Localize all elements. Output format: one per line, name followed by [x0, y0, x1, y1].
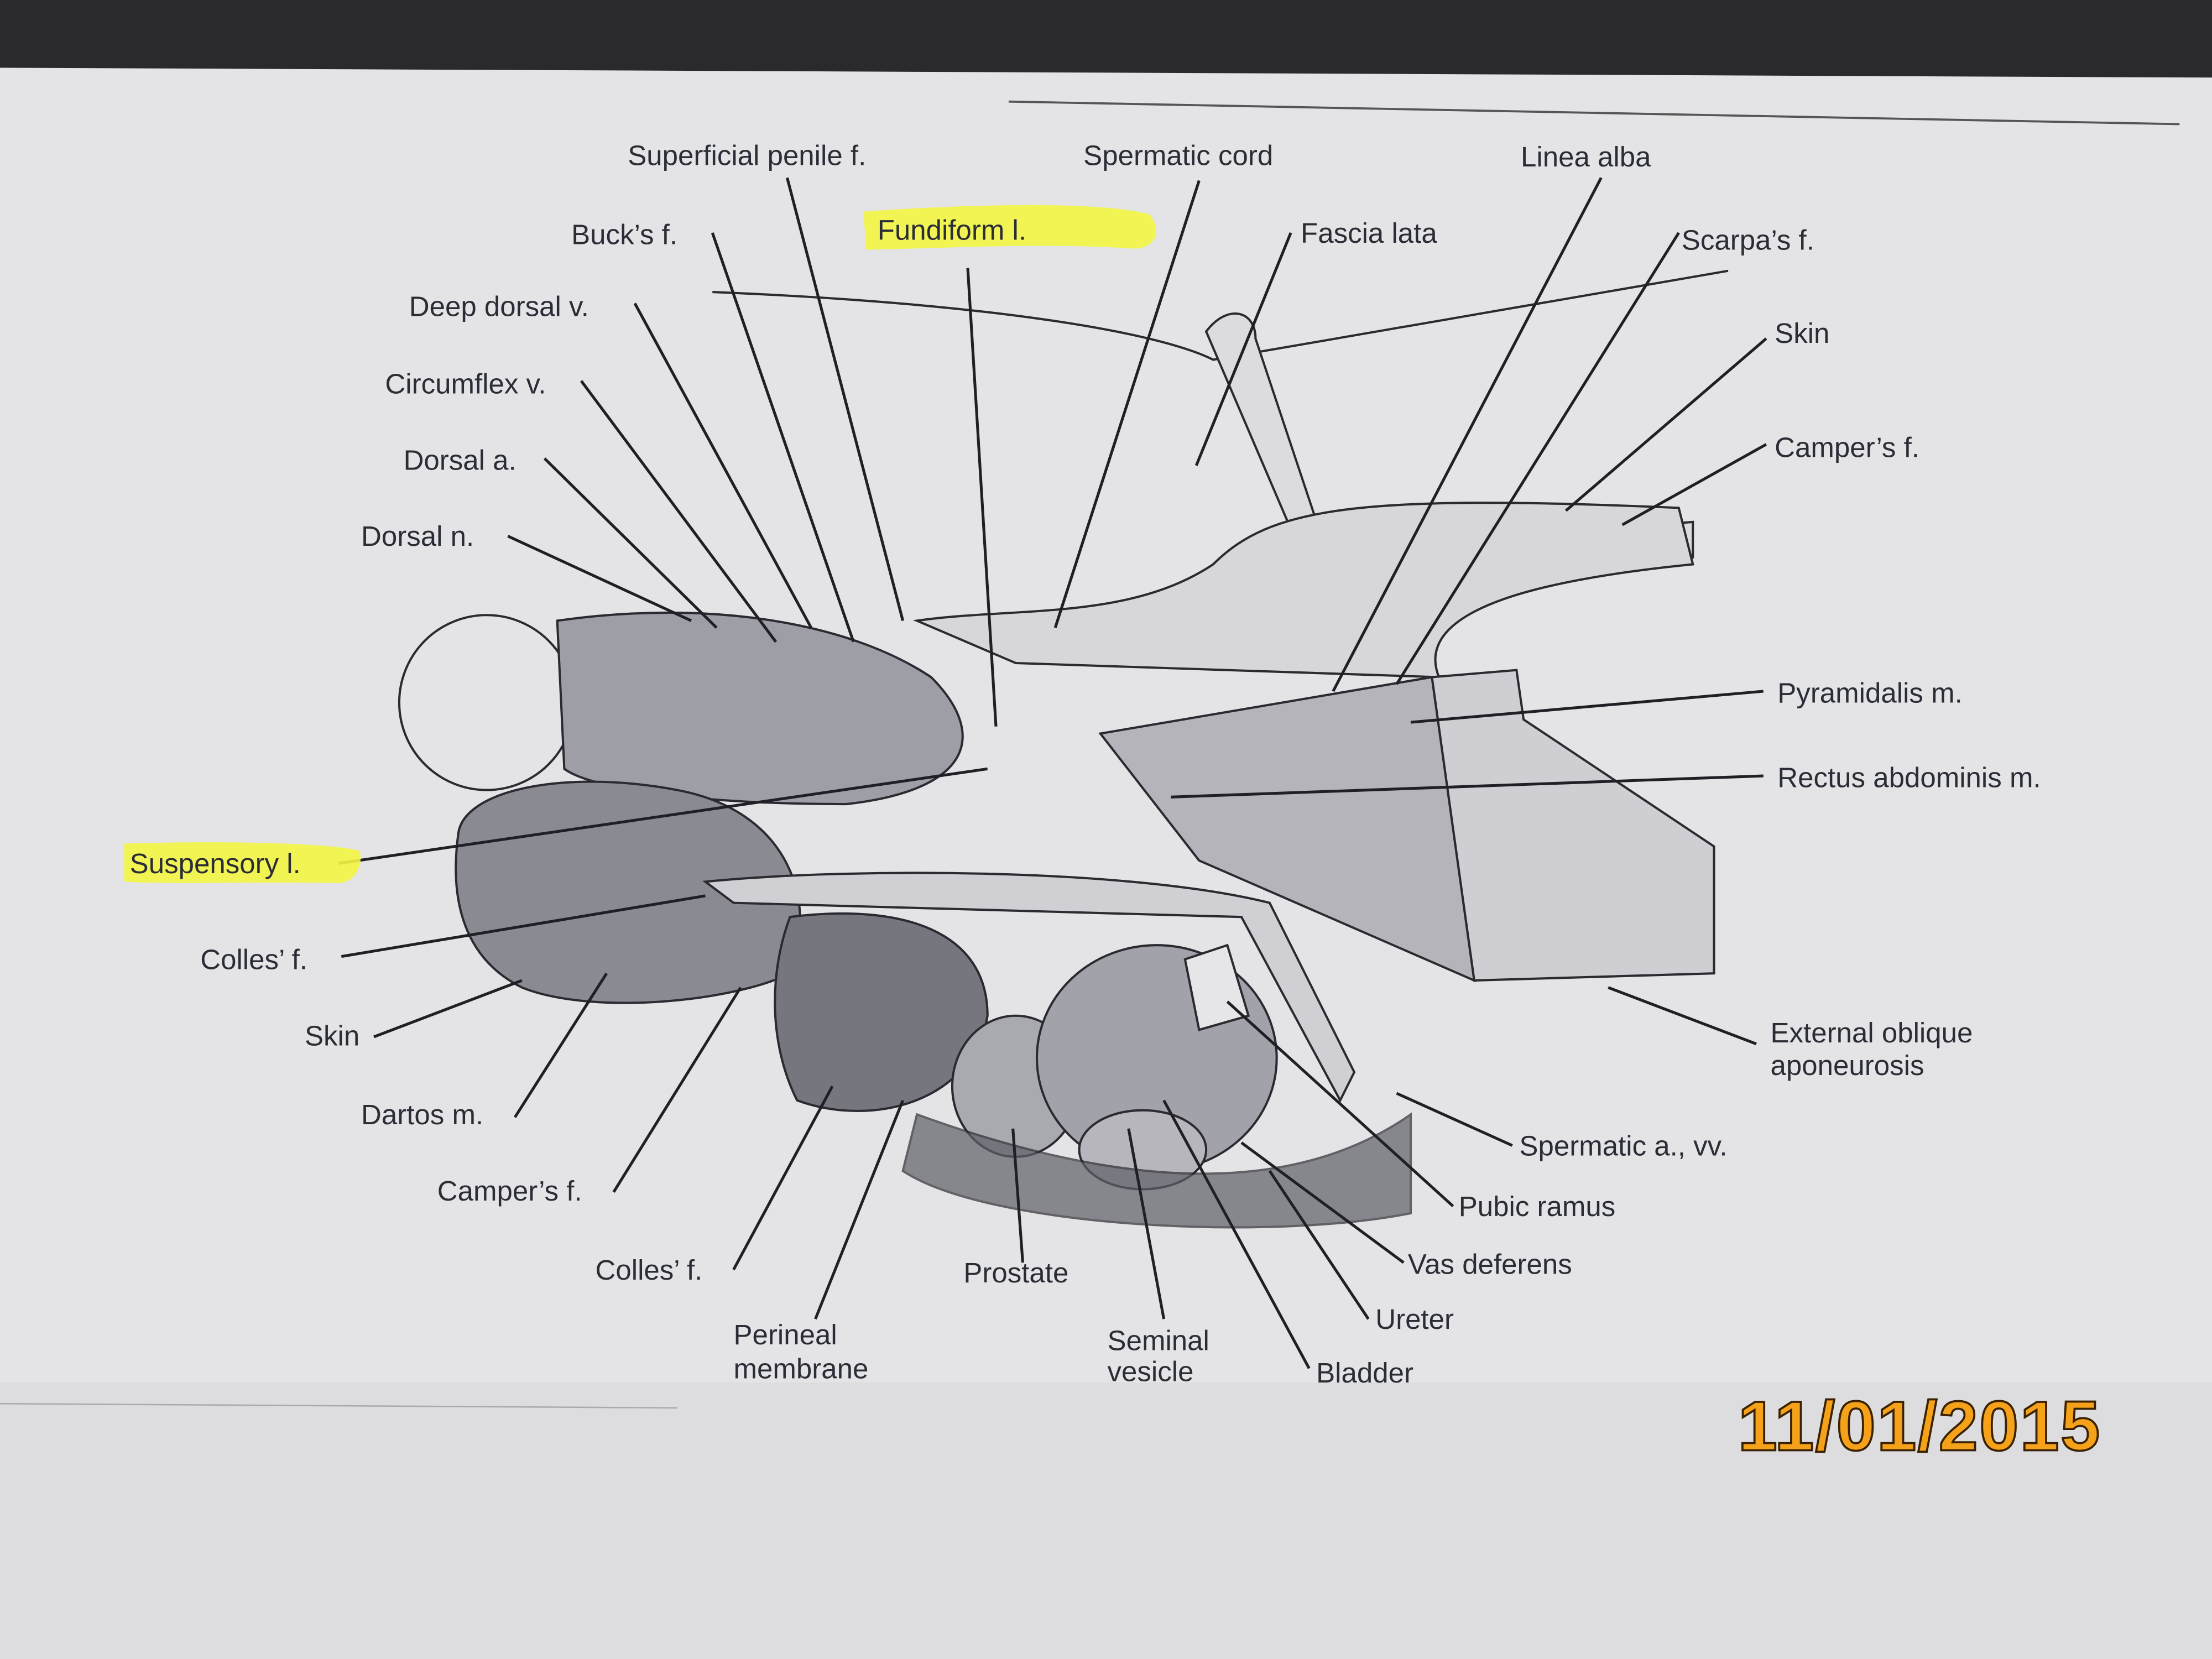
page-rule	[1008, 100, 2180, 126]
label-bucks-f: Buck’s f.	[571, 218, 677, 250]
label-prostate: Prostate	[963, 1257, 1068, 1288]
label-campers-f-lower: Camper’s f.	[437, 1175, 582, 1207]
label-dorsal-n: Dorsal n.	[361, 520, 474, 552]
label-seminal-vesicle-1: Seminal	[1108, 1324, 1209, 1356]
label-external-oblique-1: External oblique	[1771, 1017, 1973, 1048]
label-external-oblique-2: aponeurosis	[1771, 1050, 1924, 1081]
label-rectus-abdominis-m: Rectus abdominis m.	[1777, 761, 2041, 793]
page-rule-bottom	[0, 1402, 677, 1409]
label-deep-dorsal-v: Deep dorsal v.	[409, 290, 589, 322]
label-circumflex-v: Circumflex v.	[385, 368, 546, 400]
label-pyramidalis-m: Pyramidalis m.	[1777, 677, 1963, 708]
label-dartos-m: Dartos m.	[361, 1099, 483, 1130]
paper-shade	[0, 1383, 2212, 1659]
label-colles-f-lower: Colles’ f.	[596, 1254, 703, 1286]
label-bladder: Bladder	[1316, 1357, 1413, 1389]
highlight-suspensory	[124, 842, 361, 883]
label-spermatic-a-vv: Spermatic a., vv.	[1519, 1130, 1727, 1161]
label-fascia-lata: Fascia lata	[1301, 217, 1437, 249]
label-perineal-membrane-1: Perineal	[734, 1319, 837, 1350]
label-pubic-ramus: Pubic ramus	[1459, 1191, 1616, 1222]
label-scarpas-f: Scarpa’s f.	[1682, 225, 1814, 256]
labels: Superficial penile f. Spermatic cord Lin…	[130, 139, 2041, 1389]
label-ureter: Ureter	[1375, 1303, 1454, 1335]
date-stamp: 11/01/2015	[1738, 1387, 2101, 1465]
label-dorsal-a: Dorsal a.	[404, 444, 517, 476]
label-superficial-penile-f: Superficial penile f.	[628, 139, 866, 171]
label-spermatic-cord: Spermatic cord	[1083, 139, 1273, 171]
label-perineal-membrane-2: membrane	[734, 1353, 869, 1384]
anatomy-illustration	[398, 269, 1729, 1229]
label-seminal-vesicle-2: vesicle	[1108, 1355, 1194, 1387]
leader-lines	[338, 177, 1767, 1369]
label-skin-upper: Skin	[1775, 317, 1829, 349]
label-vas-deferens: Vas deferens	[1408, 1249, 1572, 1280]
highlight-fundiform	[863, 205, 1156, 250]
label-linea-alba: Linea alba	[1521, 141, 1651, 173]
label-suspensory-l: Suspensory l.	[130, 848, 301, 879]
label-skin-lower: Skin	[305, 1020, 359, 1051]
label-campers-f-upper: Camper’s f.	[1775, 432, 1919, 463]
label-fundiform-l: Fundiform l.	[878, 215, 1026, 246]
label-colles-f-upper: Colles’ f.	[200, 944, 307, 975]
